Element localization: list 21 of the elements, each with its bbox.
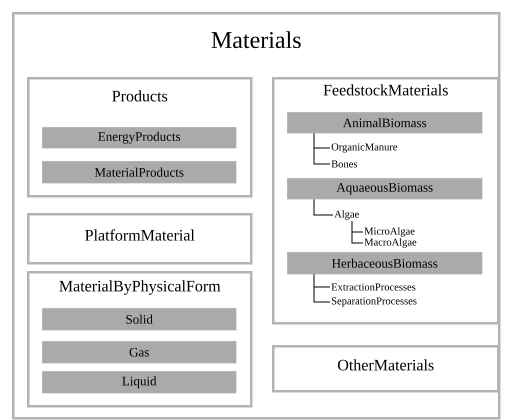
- group-box: PlatformMaterial: [27, 213, 252, 264]
- category-bar: EnergyProducts: [42, 127, 236, 148]
- category-bar: Solid: [42, 308, 236, 330]
- tree-item: ExtractionProcesses: [332, 283, 416, 291]
- category-bar: AquaeousBiomass: [287, 178, 482, 200]
- category-bar: Liquid: [42, 371, 236, 394]
- group-box: OtherMaterials: [272, 345, 500, 392]
- tree-line: [352, 220, 364, 244]
- tree-item: Algae: [334, 210, 359, 220]
- tree-item: MicroAlgae: [364, 227, 415, 237]
- tree-line: [314, 274, 330, 302]
- category-bar: AnimalBiomass: [287, 112, 482, 134]
- category-bar: HerbaceousBiomass: [287, 252, 482, 274]
- tree-item: Bones: [332, 160, 358, 168]
- tree-line: [314, 198, 334, 216]
- tree-item: MacroAlgae: [364, 238, 416, 248]
- tree-item: OrganicManure: [332, 143, 398, 153]
- tree-item: SeparationProcesses: [332, 297, 417, 307]
- category-bar: MaterialProducts: [42, 161, 236, 184]
- tree-line: [314, 132, 330, 164]
- category-bar: Gas: [42, 341, 236, 364]
